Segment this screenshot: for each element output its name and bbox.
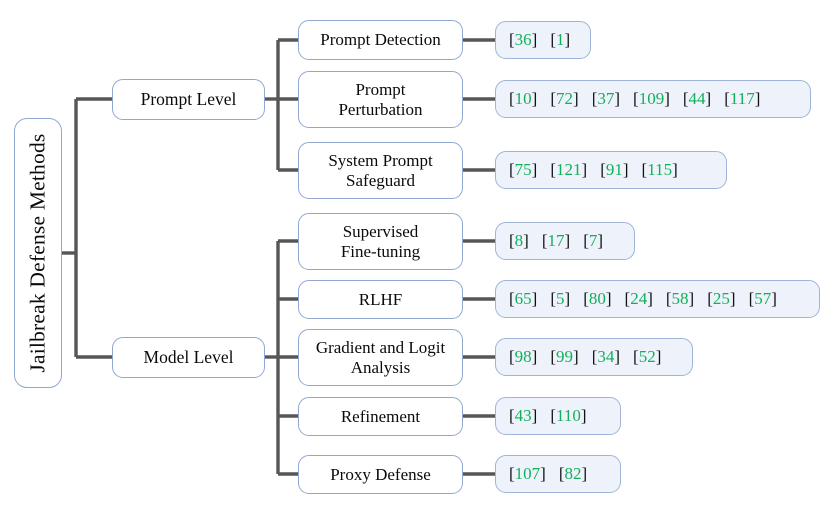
- citation-number: 44: [688, 89, 706, 109]
- citation-ref[interactable]: [72]: [550, 89, 579, 109]
- branch-label: Prompt Level: [140, 88, 237, 109]
- root-label: Jailbreak Defense Methods: [25, 133, 50, 373]
- citation-number: 25: [712, 289, 730, 309]
- citation-number: 80: [588, 289, 606, 309]
- refs-group-prompt-detection[interactable]: [36] [1]: [495, 21, 591, 59]
- refs-group-system-prompt-safeguard[interactable]: [75] [121] [91] [115]: [495, 151, 727, 189]
- category-label: RLHF: [358, 289, 403, 309]
- category-node-prompt-perturbation[interactable]: Prompt Perturbation: [298, 71, 463, 128]
- refs-list: [8] [17] [7]: [509, 231, 603, 250]
- citation-number: 7: [588, 231, 598, 251]
- citation-ref[interactable]: [58]: [665, 289, 695, 309]
- category-node-proxy-defense[interactable]: Proxy Defense: [298, 455, 463, 494]
- citation-ref[interactable]: [109]: [633, 89, 670, 109]
- citation-number: 91: [605, 160, 623, 180]
- refs-group-supervised-fine-tuning[interactable]: [8] [17] [7]: [495, 222, 635, 260]
- citation-number: 75: [514, 160, 532, 180]
- branch-node-model-level[interactable]: Model Level: [112, 337, 265, 378]
- refs-group-prompt-perturbation[interactable]: [10] [72] [37] [109] [44] [117]: [495, 80, 811, 118]
- citation-ref[interactable]: [10]: [509, 89, 538, 109]
- refs-group-refinement[interactable]: [43] [110]: [495, 397, 621, 435]
- citation-ref[interactable]: [17]: [541, 231, 571, 251]
- category-node-gradient-and-logit-analysis[interactable]: Gradient and Logit Analysis: [298, 329, 463, 386]
- citation-number: 72: [556, 89, 574, 109]
- citation-number: 8: [514, 231, 524, 251]
- citation-ref[interactable]: [37]: [591, 89, 621, 109]
- citation-ref[interactable]: [57]: [748, 289, 777, 309]
- citation-ref[interactable]: [121]: [550, 160, 588, 180]
- citation-number: 43: [514, 406, 532, 426]
- citation-ref[interactable]: [5]: [550, 289, 571, 309]
- category-label: Supervised Fine-tuning: [340, 222, 421, 261]
- citation-number: 37: [597, 89, 615, 109]
- citation-number: 52: [638, 347, 656, 367]
- refs-group-rlhf[interactable]: [65] [5] [80] [24] [58] [25] [57]: [495, 280, 820, 318]
- citation-number: 36: [514, 30, 532, 50]
- citation-ref[interactable]: [34]: [591, 347, 621, 367]
- citation-ref[interactable]: [24]: [624, 289, 653, 309]
- citation-number: 115: [647, 160, 673, 180]
- category-node-supervised-fine-tuning[interactable]: Supervised Fine-tuning: [298, 213, 463, 270]
- citation-number: 17: [547, 231, 565, 251]
- citation-number: 109: [638, 89, 665, 109]
- branch-node-prompt-level[interactable]: Prompt Level: [112, 79, 265, 120]
- citation-ref[interactable]: [117]: [724, 89, 761, 109]
- citation-ref[interactable]: [43]: [509, 406, 538, 426]
- citation-number: 65: [514, 289, 532, 309]
- citation-ref[interactable]: [107]: [509, 464, 546, 484]
- refs-group-gradient-and-logit-analysis[interactable]: [98] [99] [34] [52]: [495, 338, 693, 376]
- category-node-refinement[interactable]: Refinement: [298, 397, 463, 436]
- root-node[interactable]: Jailbreak Defense Methods: [14, 118, 62, 388]
- refs-list: [65] [5] [80] [24] [58] [25] [57]: [509, 289, 777, 308]
- refs-list: [36] [1]: [509, 30, 570, 49]
- refs-list: [98] [99] [34] [52]: [509, 347, 661, 366]
- refs-list: [75] [121] [91] [115]: [509, 160, 678, 179]
- citation-ref[interactable]: [110]: [550, 406, 587, 426]
- citation-ref[interactable]: [36]: [509, 30, 538, 50]
- citation-ref[interactable]: [1]: [550, 30, 571, 50]
- citation-number: 98: [514, 347, 532, 367]
- citation-number: 107: [514, 464, 541, 484]
- category-label: Refinement: [340, 406, 421, 426]
- citation-number: 57: [754, 289, 772, 309]
- category-node-rlhf[interactable]: RLHF: [298, 280, 463, 319]
- citation-number: 82: [564, 464, 582, 484]
- citation-ref[interactable]: [91]: [600, 160, 629, 180]
- category-label: System Prompt Safeguard: [328, 151, 433, 190]
- citation-number: 117: [729, 89, 755, 109]
- citation-number: 110: [556, 406, 581, 426]
- refs-list: [107] [82]: [509, 464, 587, 483]
- citation-number: 121: [556, 160, 582, 180]
- citation-number: 99: [556, 347, 574, 367]
- citation-ref[interactable]: [80]: [583, 289, 612, 309]
- category-label: Proxy Defense: [330, 464, 431, 484]
- citation-ref[interactable]: [44]: [682, 89, 712, 109]
- citation-ref[interactable]: [7]: [583, 231, 604, 251]
- citation-number: 10: [514, 89, 532, 109]
- citation-number: 34: [597, 347, 615, 367]
- refs-list: [43] [110]: [509, 406, 587, 425]
- refs-group-proxy-defense[interactable]: [107] [82]: [495, 455, 621, 493]
- citation-ref[interactable]: [25]: [707, 289, 736, 309]
- refs-list: [10] [72] [37] [109] [44] [117]: [509, 89, 760, 108]
- citation-number: 24: [630, 289, 648, 309]
- citation-ref[interactable]: [115]: [641, 160, 678, 180]
- citation-ref[interactable]: [98]: [509, 347, 538, 367]
- category-label: Prompt Detection: [320, 30, 441, 50]
- citation-ref[interactable]: [65]: [509, 289, 538, 309]
- citation-number: 5: [556, 289, 565, 309]
- branch-label: Model Level: [143, 346, 234, 367]
- category-label: Gradient and Logit Analysis: [315, 338, 446, 377]
- citation-number: 1: [556, 30, 565, 50]
- category-node-prompt-detection[interactable]: Prompt Detection: [298, 20, 463, 60]
- category-node-system-prompt-safeguard[interactable]: System Prompt Safeguard: [298, 142, 463, 199]
- citation-ref[interactable]: [99]: [550, 347, 579, 367]
- category-label: Prompt Perturbation: [338, 80, 423, 119]
- citation-ref[interactable]: [8]: [509, 231, 529, 251]
- citation-number: 58: [671, 289, 689, 309]
- citation-ref[interactable]: [82]: [558, 464, 588, 484]
- citation-ref[interactable]: [52]: [633, 347, 662, 367]
- citation-ref[interactable]: [75]: [509, 160, 538, 180]
